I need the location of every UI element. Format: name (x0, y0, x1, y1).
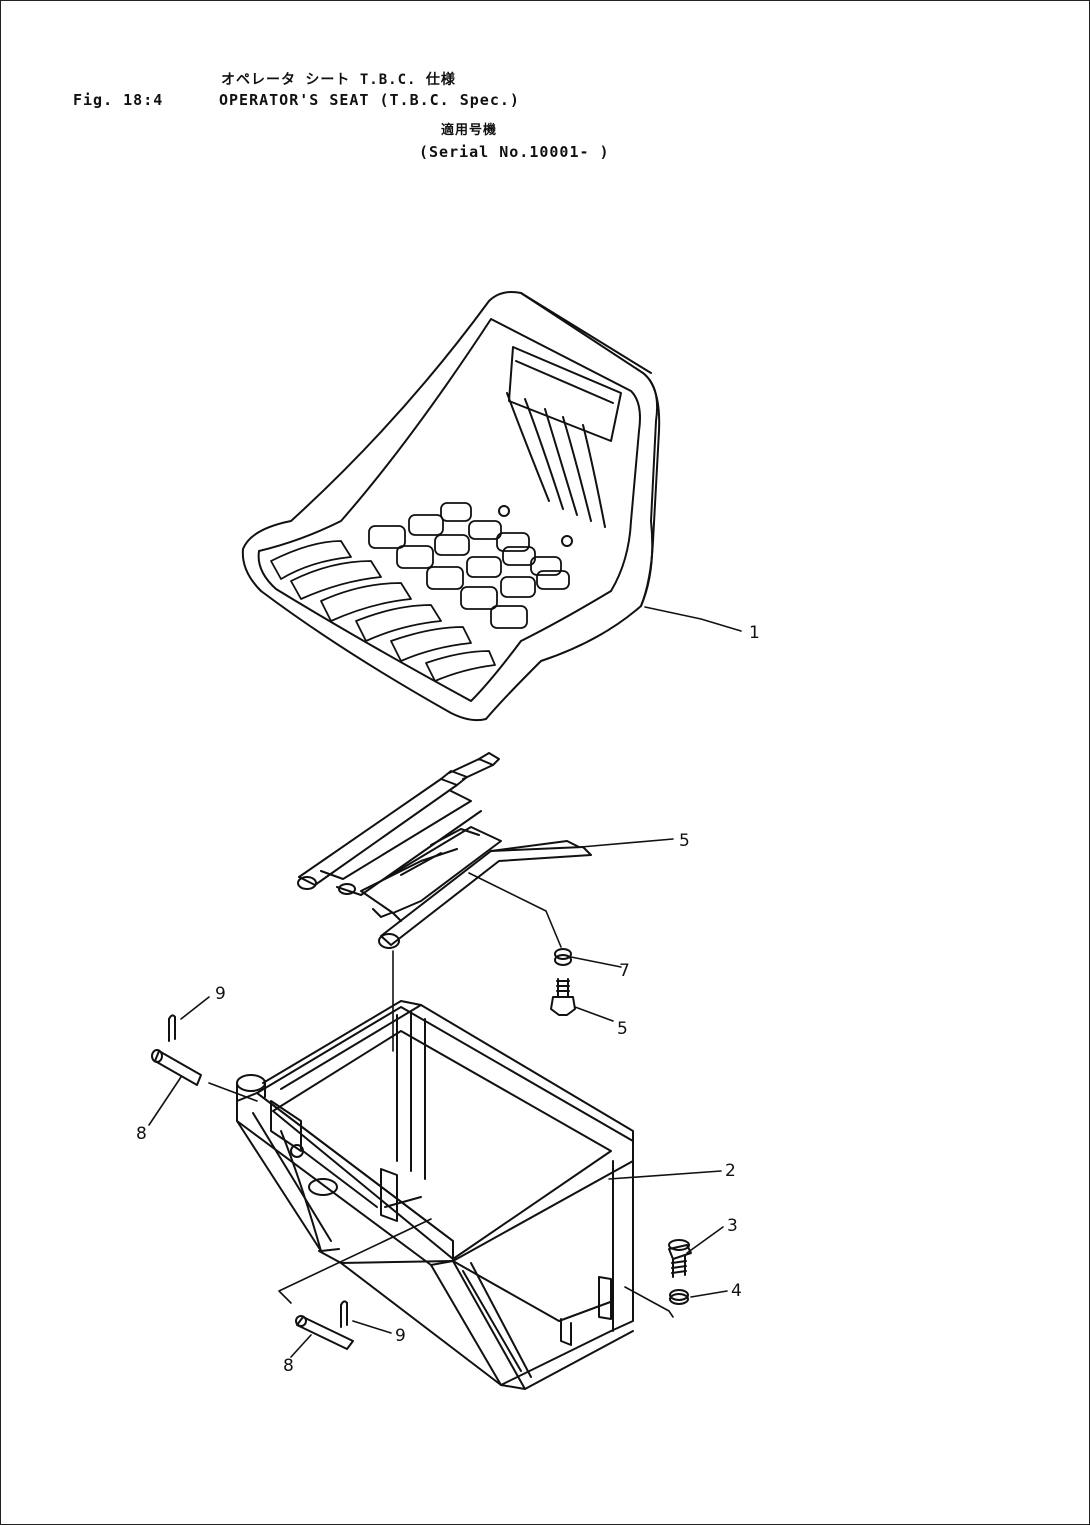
callout-8-lower: 8 (283, 1356, 294, 1376)
seat-cushion-blocks (368, 502, 570, 629)
leader-lines (148, 606, 742, 1358)
upper-washer-and-bolt (550, 948, 576, 1016)
upper-pin-and-cotter (151, 1014, 202, 1086)
seat-part (241, 291, 661, 722)
callout-labels: 1 5 7 5 9 8 2 3 4 9 8 (136, 623, 760, 1376)
figure-number: Fig. 18:4 (73, 91, 164, 109)
callout-7: 7 (619, 961, 630, 981)
seat-frame-part (236, 1000, 634, 1390)
callout-8-upper: 8 (136, 1124, 147, 1144)
serial-range: (Serial No.10001- ) (419, 143, 610, 161)
slide-rail-part (297, 752, 592, 949)
callout-3: 3 (727, 1216, 738, 1236)
callout-2: 2 (725, 1161, 736, 1181)
japanese-serial-label: 適用号機 (441, 123, 498, 138)
callout-9-lower: 9 (395, 1326, 406, 1346)
lower-bolt-and-washer (668, 1239, 692, 1305)
japanese-title: オペレータ シート T.B.C. 仕様 (221, 72, 456, 88)
figure-title: OPERATOR'S SEAT (T.B.C. Spec.) (219, 91, 520, 109)
lower-pin-and-cotter (295, 1300, 354, 1350)
callout-5-rail: 5 (679, 831, 690, 851)
callout-4: 4 (731, 1281, 742, 1301)
callout-9-upper: 9 (215, 984, 226, 1004)
seat-front-ribs (270, 540, 496, 682)
callout-1: 1 (749, 623, 760, 643)
callout-5-bolt: 5 (617, 1019, 628, 1039)
